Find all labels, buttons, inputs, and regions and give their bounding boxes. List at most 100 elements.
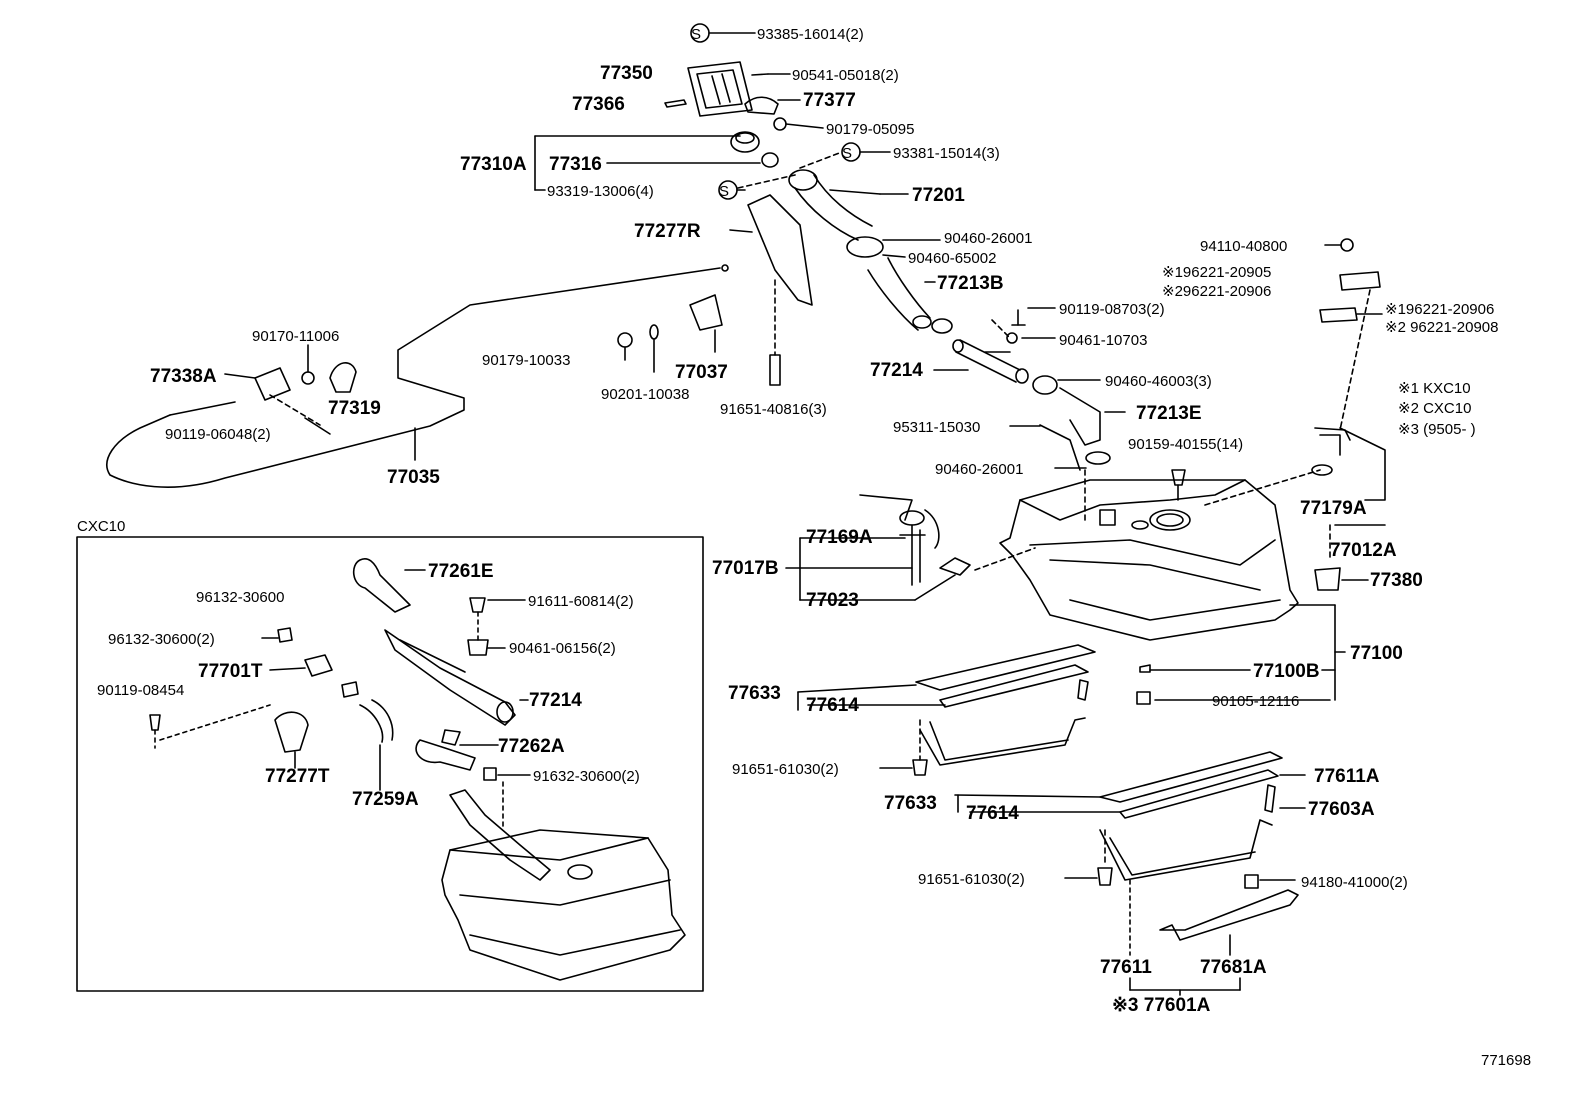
inset-title: CXC10 <box>77 518 125 535</box>
inset-label-96132-b: 96132-30600(2) <box>108 631 215 648</box>
label-77201: 77201 <box>912 185 965 206</box>
label-77350: 77350 <box>600 63 653 84</box>
label-90461-10703: 90461-10703 <box>1059 332 1147 349</box>
label-90119-06048: 90119-06048(2) <box>165 426 271 443</box>
inset-label-77261e: 77261E <box>428 561 494 582</box>
label-77601a: ※3 77601A <box>1112 995 1211 1016</box>
label-94110: 94110-40800 <box>1200 238 1287 255</box>
inset-label-90461: 90461-06156(2) <box>509 640 616 657</box>
label-77603a: 77603A <box>1308 799 1375 820</box>
pipe-77214 <box>931 318 1029 384</box>
label-90541: 90541-05018(2) <box>792 67 899 84</box>
label-93319: 93319-13006(4) <box>547 183 654 200</box>
label-77100: 77100 <box>1350 643 1403 664</box>
label-90170: 90170-11006 <box>252 328 339 345</box>
label-77633-b: 77633 <box>884 793 937 814</box>
label-77179a: 77179A <box>1300 498 1367 519</box>
label-77319: 77319 <box>328 398 381 419</box>
label-77380: 77380 <box>1370 570 1423 591</box>
label-77338a: 77338A <box>150 366 217 387</box>
filler-door-drawing <box>687 61 753 117</box>
label-95311: 95311-15030 <box>893 419 980 436</box>
hinge-pin <box>664 99 687 108</box>
label-93381: 93381-15014(3) <box>893 145 1000 162</box>
label-96221-20906-a: ※296221-20906 <box>1162 283 1271 300</box>
label-90179-05095: 90179-05095 <box>826 121 914 138</box>
label-77277r: 77277R <box>634 221 701 242</box>
label-77023: 77023 <box>806 590 859 611</box>
label-91651-61030-a: 91651-61030(2) <box>732 761 839 778</box>
filler-neck-drawing <box>788 169 932 331</box>
label-90460-46003: 90460-46003(3) <box>1105 373 1212 390</box>
legend-2: ※2 CXC10 <box>1398 400 1471 417</box>
label-91651-40816: 91651-40816(3) <box>720 401 827 418</box>
label-90105: 90105-12116 <box>1212 693 1299 710</box>
inset-label-96132-a: 96132-30600 <box>196 589 284 606</box>
gasket <box>761 152 779 168</box>
inset-label-91611: 91611-60814(2) <box>528 593 634 610</box>
label-77633-a: 77633 <box>728 683 781 704</box>
label-90460-26001-b: 90460-26001 <box>935 461 1023 478</box>
inset-label-77262a: 77262A <box>498 736 565 757</box>
opener-lever <box>254 367 291 401</box>
bracket-77037 <box>689 294 723 331</box>
label-96221-20908: ※2 96221-20908 <box>1385 319 1499 336</box>
label-77611a: 77611A <box>1314 766 1380 787</box>
diagram-id: 771698 <box>1481 1052 1531 1069</box>
label-90119-08703: 90119-08703(2) <box>1059 301 1165 318</box>
label-96221-20906-b: ※196221-20906 <box>1385 301 1494 318</box>
label-77681a: 77681A <box>1200 957 1267 978</box>
label-77316: 77316 <box>549 154 602 175</box>
legend-3: ※3 (9505- ) <box>1398 421 1476 438</box>
label-90179-10033: 90179-10033 <box>482 352 570 369</box>
grommet-77380 <box>1314 567 1341 591</box>
label-94180: 94180-41000(2) <box>1301 874 1408 891</box>
s-mark-1: S <box>691 26 701 43</box>
label-77035: 77035 <box>387 467 440 488</box>
label-93385: 93385-16014(2) <box>757 26 864 43</box>
fuel-pump-sender <box>859 494 940 586</box>
tank-band-lower <box>1099 751 1299 941</box>
label-91651-61030-b: 91651-61030(2) <box>918 871 1025 888</box>
inset-label-77277t: 77277T <box>265 766 330 787</box>
hinge-clip <box>744 96 779 115</box>
label-77037: 77037 <box>675 362 728 383</box>
label-77213b: 77213B <box>937 273 1004 294</box>
inset-label-91632: 91632-30600(2) <box>533 768 640 785</box>
label-90201: 90201-10038 <box>601 386 689 403</box>
inset-drawing <box>149 558 686 981</box>
bracket-77277r <box>747 194 813 306</box>
s-mark-2: S <box>842 145 852 162</box>
inset-label-77259a: 77259A <box>352 789 419 810</box>
inset-label-77701t: 77701T <box>198 661 263 682</box>
label-96221-20905: ※196221-20905 <box>1162 264 1271 281</box>
label-77012a: 77012A <box>1330 540 1397 561</box>
fuel-tank-77100 <box>999 479 1299 641</box>
label-90460-26001-a: 90460-26001 <box>944 230 1032 247</box>
label-77100b: 77100B <box>1253 661 1320 682</box>
label-77214: 77214 <box>870 360 923 381</box>
label-90460-65002: 90460-65002 <box>908 250 996 267</box>
label-77611: 77611 <box>1100 957 1152 978</box>
label-77310a: 77310A <box>460 154 527 175</box>
label-77169a: 77169A <box>806 527 873 548</box>
legend-1: ※1 KXC10 <box>1398 380 1471 397</box>
inset-label-90119: 90119-08454 <box>97 682 184 699</box>
lever-cover <box>329 362 357 393</box>
label-77213e: 77213E <box>1136 403 1202 424</box>
label-90159: 90159-40155(14) <box>1128 436 1243 453</box>
release-cable <box>106 264 729 488</box>
bracket-96221-a <box>1339 271 1381 291</box>
label-77017b: 77017B <box>712 558 779 579</box>
label-77377: 77377 <box>803 90 856 111</box>
label-77614-b: 77614 <box>966 803 1019 824</box>
inset-label-77214: 77214 <box>529 690 582 711</box>
inset-frame-cxc10 <box>76 536 704 992</box>
label-77366: 77366 <box>572 94 625 115</box>
s-mark-3: S <box>719 183 729 200</box>
fuel-cap <box>730 131 760 153</box>
bracket-96221-b <box>1319 307 1358 323</box>
